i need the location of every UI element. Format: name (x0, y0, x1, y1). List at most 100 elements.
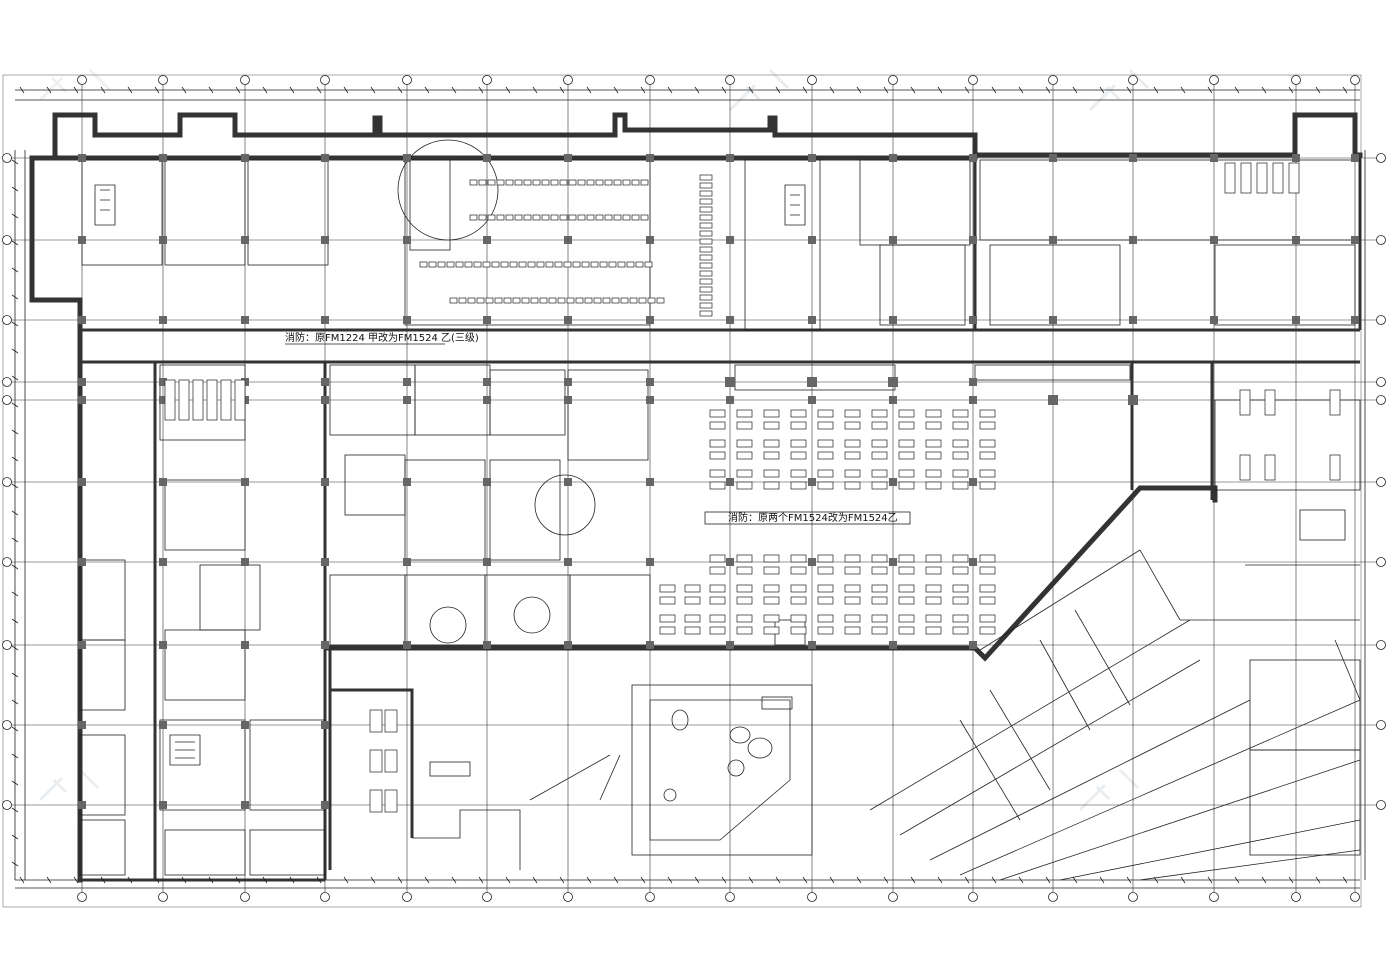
bench-unit (478, 179, 487, 186)
dim-tick (11, 834, 19, 840)
column (241, 236, 249, 244)
column (808, 154, 816, 162)
bench-unit (611, 297, 620, 304)
dining-table (763, 626, 780, 635)
bench-unit (644, 261, 653, 268)
column (78, 236, 86, 244)
bench-unit (699, 190, 713, 197)
grid-bubble-left (2, 800, 12, 810)
office-desk (384, 709, 398, 733)
bench-unit (586, 214, 595, 221)
dining-table (736, 584, 753, 593)
grid-bubble-top (320, 75, 330, 85)
dining-table (736, 421, 753, 430)
bench-unit (608, 261, 617, 268)
dim-tick (1099, 86, 1105, 94)
dim-tick (235, 876, 241, 884)
dim-tick (1261, 876, 1267, 884)
bench-unit (541, 214, 550, 221)
dim-tick (613, 876, 619, 884)
dining-table (979, 451, 996, 460)
dining-table (871, 584, 888, 593)
dim-tick (1045, 86, 1051, 94)
bench-unit (550, 214, 559, 221)
grid-bubble-right (1376, 800, 1386, 810)
locker (192, 379, 204, 421)
bench-unit (536, 261, 545, 268)
lounge-table (1239, 389, 1251, 416)
dim-tick (343, 86, 349, 94)
column (564, 378, 572, 386)
column (808, 396, 816, 404)
dining-table (684, 584, 701, 593)
column (1210, 236, 1218, 244)
bench-unit (548, 297, 557, 304)
column (78, 396, 86, 404)
column (969, 378, 977, 386)
dimension-lines (14, 89, 1366, 889)
column (159, 478, 167, 486)
column (483, 558, 491, 566)
dining-table (898, 421, 915, 430)
bench-unit (584, 297, 593, 304)
column (1210, 316, 1218, 324)
dim-tick (721, 876, 727, 884)
column (808, 558, 816, 566)
dim-tick (11, 402, 19, 408)
column (403, 154, 411, 162)
dim-tick (1018, 876, 1024, 884)
dining-table (817, 566, 834, 575)
column (403, 316, 411, 324)
grid-bubble-bottom (320, 892, 330, 902)
column (646, 558, 654, 566)
dim-tick (829, 876, 835, 884)
dim-tick (73, 876, 79, 884)
bench-unit (699, 182, 713, 189)
column (646, 478, 654, 486)
grid-bubble-top (1291, 75, 1301, 85)
dim-tick (883, 86, 889, 94)
grid-bubble-top (1128, 75, 1138, 85)
bench-unit (647, 297, 656, 304)
dim-tick (316, 876, 322, 884)
column (159, 396, 167, 404)
bench-unit (449, 297, 458, 304)
bench-unit (575, 297, 584, 304)
grid-bubble-right (1376, 315, 1386, 325)
dining-table (817, 614, 834, 623)
bench-unit (604, 179, 613, 186)
column (808, 236, 816, 244)
dining-table (763, 596, 780, 605)
dim-tick (11, 456, 19, 462)
column (483, 378, 491, 386)
dining-table (952, 421, 969, 430)
dining-table (709, 566, 726, 575)
dining-table (871, 596, 888, 605)
column (321, 801, 329, 809)
dining-table (871, 451, 888, 460)
bench-unit (604, 214, 613, 221)
column (808, 316, 816, 324)
dim-tick (181, 876, 187, 884)
grid-bubble-top (77, 75, 87, 85)
column (564, 396, 572, 404)
dining-table (817, 596, 834, 605)
grid-bubble-bottom (645, 892, 655, 902)
dim-tick (11, 294, 19, 300)
dim-tick (1342, 86, 1348, 94)
bench-unit (458, 297, 467, 304)
bench-unit (541, 179, 550, 186)
dim-tick (289, 86, 295, 94)
dining-table (790, 469, 807, 478)
dining-table (817, 421, 834, 430)
dim-tick (1234, 876, 1240, 884)
dining-table (844, 626, 861, 635)
grid-bubble-bottom (968, 892, 978, 902)
bench-unit (631, 214, 640, 221)
bench-unit (521, 297, 530, 304)
dim-tick (343, 876, 349, 884)
column (1129, 316, 1137, 324)
dim-tick (586, 876, 592, 884)
dining-table (952, 451, 969, 460)
dining-table (925, 439, 942, 448)
